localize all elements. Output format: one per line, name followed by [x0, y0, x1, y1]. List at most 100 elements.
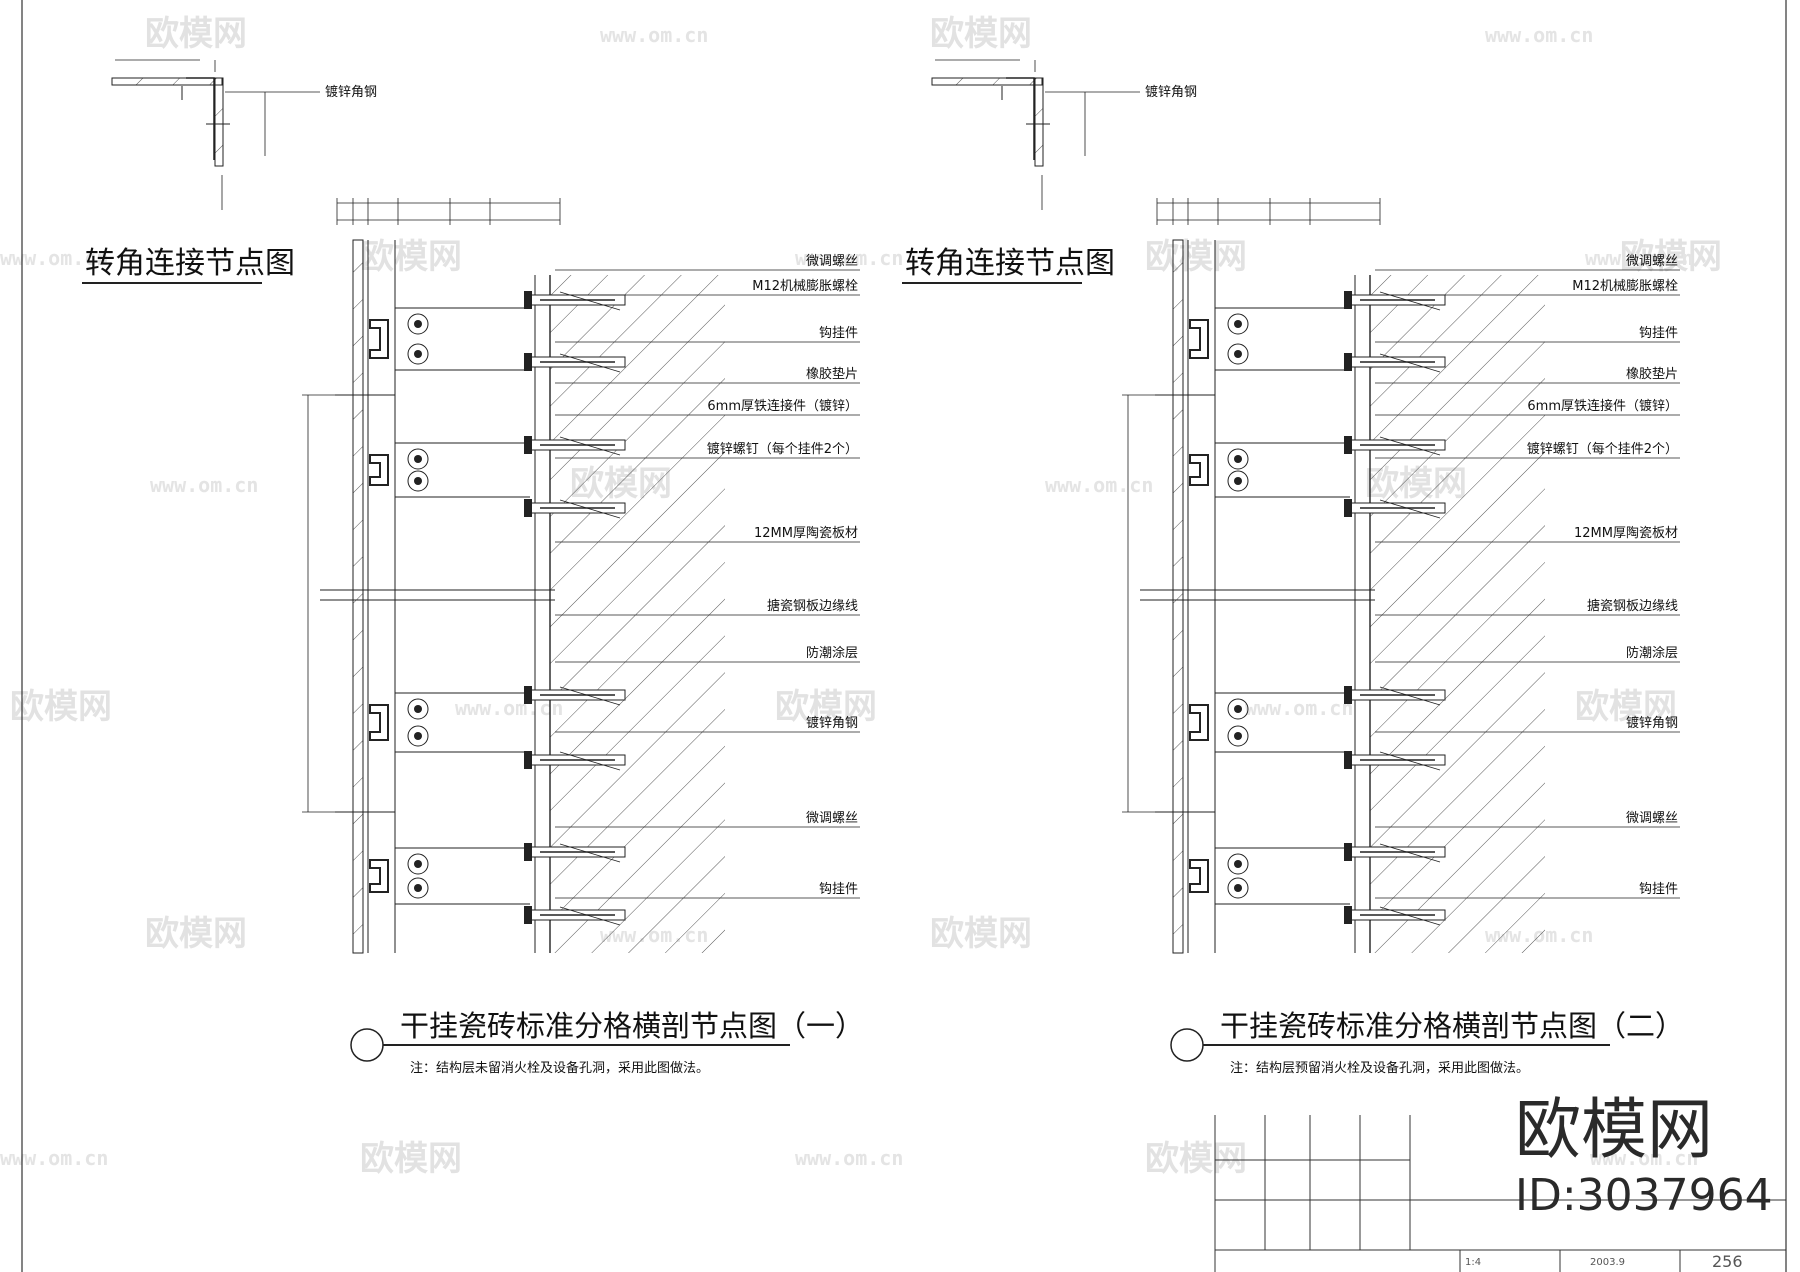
callout-label-9: 镀锌角钢	[806, 715, 858, 731]
title-block: 1:4 2003.9 256	[1214, 1115, 1786, 1272]
nut	[1344, 436, 1352, 454]
screw-core	[1234, 732, 1242, 740]
adjust-screw	[1227, 448, 1249, 470]
watermark-url-8: www.om.cn	[1245, 696, 1353, 720]
bolt-sleeve	[1379, 436, 1441, 456]
watermark-brand-5: 欧模网	[775, 687, 877, 727]
watermark-url-0: www.om.cn	[600, 23, 708, 47]
anchor-bolt-3	[1344, 499, 1446, 519]
callout-11: 钩挂件	[555, 882, 860, 899]
callout-1: M12机械膨胀螺栓	[1375, 279, 1680, 296]
bolt-sleeve	[559, 436, 621, 456]
screw-core	[414, 884, 422, 892]
callout-label-6: 12MM厚陶瓷板材	[1574, 525, 1678, 541]
screw-core	[1234, 860, 1242, 868]
corner-angle-steel	[186, 77, 215, 160]
callout-label-7: 搪瓷钢板边缘线	[1587, 598, 1678, 614]
nut	[1344, 291, 1352, 309]
section-title: 干挂瓷砖标准分格横剖节点图（一）	[400, 1009, 864, 1043]
watermark-brand-6: 欧模网	[1575, 687, 1677, 727]
callout-5: 镀锌螺钉（每个挂件2个）	[1375, 441, 1680, 459]
nut	[1344, 353, 1352, 371]
adjust-screw	[407, 853, 429, 875]
nut	[524, 751, 532, 769]
callout-label-9: 镀锌角钢	[1626, 715, 1678, 731]
bolt-sleeve	[1379, 843, 1441, 863]
callout-1: M12机械膨胀螺栓	[555, 279, 860, 296]
watermark-url-4: www.om.cn	[1585, 246, 1693, 270]
nut	[1344, 751, 1352, 769]
title-block-scale: 1:4	[1465, 1257, 1481, 1268]
hook-hanger-0	[1189, 307, 1350, 371]
watermark-brand-0: 欧模网	[145, 14, 247, 54]
callout-3: 橡胶垫片	[1375, 366, 1680, 384]
hook-profile	[1189, 704, 1209, 741]
anchor-bolt-6	[524, 843, 626, 863]
detail-index-circle	[1170, 1028, 1204, 1062]
watermark-brand-2: 欧模网	[360, 237, 462, 277]
corner-side-plate	[1034, 77, 1044, 167]
bolt-sleeve	[1379, 906, 1441, 926]
callout-11: 钩挂件	[1375, 882, 1680, 899]
anchor-bolt-7	[524, 906, 626, 926]
concrete-wall	[1370, 275, 1545, 953]
watermark-url-6: www.om.cn	[1045, 473, 1153, 497]
bolt-sleeve	[559, 686, 621, 706]
callout-label-2: 钩挂件	[819, 326, 858, 341]
nut	[524, 906, 532, 924]
corner-angle-steel	[1006, 77, 1035, 160]
corner-top-plate	[931, 77, 1043, 86]
bolt-sleeve	[1379, 499, 1441, 519]
watermark-url-12: www.om.cn	[795, 1146, 903, 1170]
screw-core	[414, 860, 422, 868]
callout-6: 12MM厚陶瓷板材	[1375, 525, 1680, 543]
watermark-brand-12: 欧模网	[1145, 1139, 1247, 1179]
watermark-brand-9: 欧模网	[145, 914, 247, 954]
anchor-bolt-1	[524, 353, 626, 373]
anchor-bolt-1	[1344, 353, 1446, 373]
callout-label-4: 6mm厚铁连接件（镀锌）	[1527, 398, 1678, 414]
callout-label-0: 微调螺丝	[806, 254, 858, 269]
anchor-bolt-2	[524, 436, 626, 456]
callout-4: 6mm厚铁连接件（镀锌）	[555, 398, 860, 416]
anchor-bolt-6	[1344, 843, 1446, 863]
watermark-brand-1: 欧模网	[930, 14, 1032, 54]
hook-profile	[369, 704, 389, 741]
screw-core	[1234, 884, 1242, 892]
callout-label-1: M12机械膨胀螺栓	[752, 279, 858, 294]
hook-profile	[369, 859, 389, 893]
screw-core	[1234, 320, 1242, 328]
watermark-url-1: www.om.cn	[1485, 23, 1593, 47]
screw-core	[414, 732, 422, 740]
adjust-screw	[1227, 877, 1249, 899]
screw-core	[414, 455, 422, 463]
adjust-screw	[407, 448, 429, 470]
nut	[524, 499, 532, 517]
screw-core	[1234, 350, 1242, 358]
screw-core	[1234, 455, 1242, 463]
corner-label: 镀锌角钢	[325, 84, 377, 100]
anchor-bolt-5	[524, 751, 626, 771]
concrete-wall	[550, 275, 725, 953]
nut	[1344, 843, 1352, 861]
callout-8: 防潮涂层	[1375, 645, 1680, 663]
nut	[524, 291, 532, 309]
watermark-url-2: www.om.cn	[0, 246, 108, 270]
nut	[1344, 906, 1352, 924]
anchor-bolt-4	[1344, 686, 1446, 706]
anchor-bolt-7	[1344, 906, 1446, 926]
section-title: 干挂瓷砖标准分格横剖节点图（二）	[1220, 1009, 1684, 1043]
callout-7: 搪瓷钢板边缘线	[555, 598, 860, 616]
brand-watermark: 欧模网	[1515, 1091, 1713, 1168]
callout-label-8: 防潮涂层	[806, 645, 858, 661]
bolt-sleeve	[1379, 353, 1441, 373]
adjust-screw	[407, 313, 429, 335]
bolt-sleeve	[559, 843, 621, 863]
callout-label-10: 微调螺丝	[1626, 811, 1678, 826]
watermark-brand-11: 欧模网	[360, 1139, 462, 1179]
hook-profile	[1189, 859, 1209, 893]
nut	[524, 436, 532, 454]
